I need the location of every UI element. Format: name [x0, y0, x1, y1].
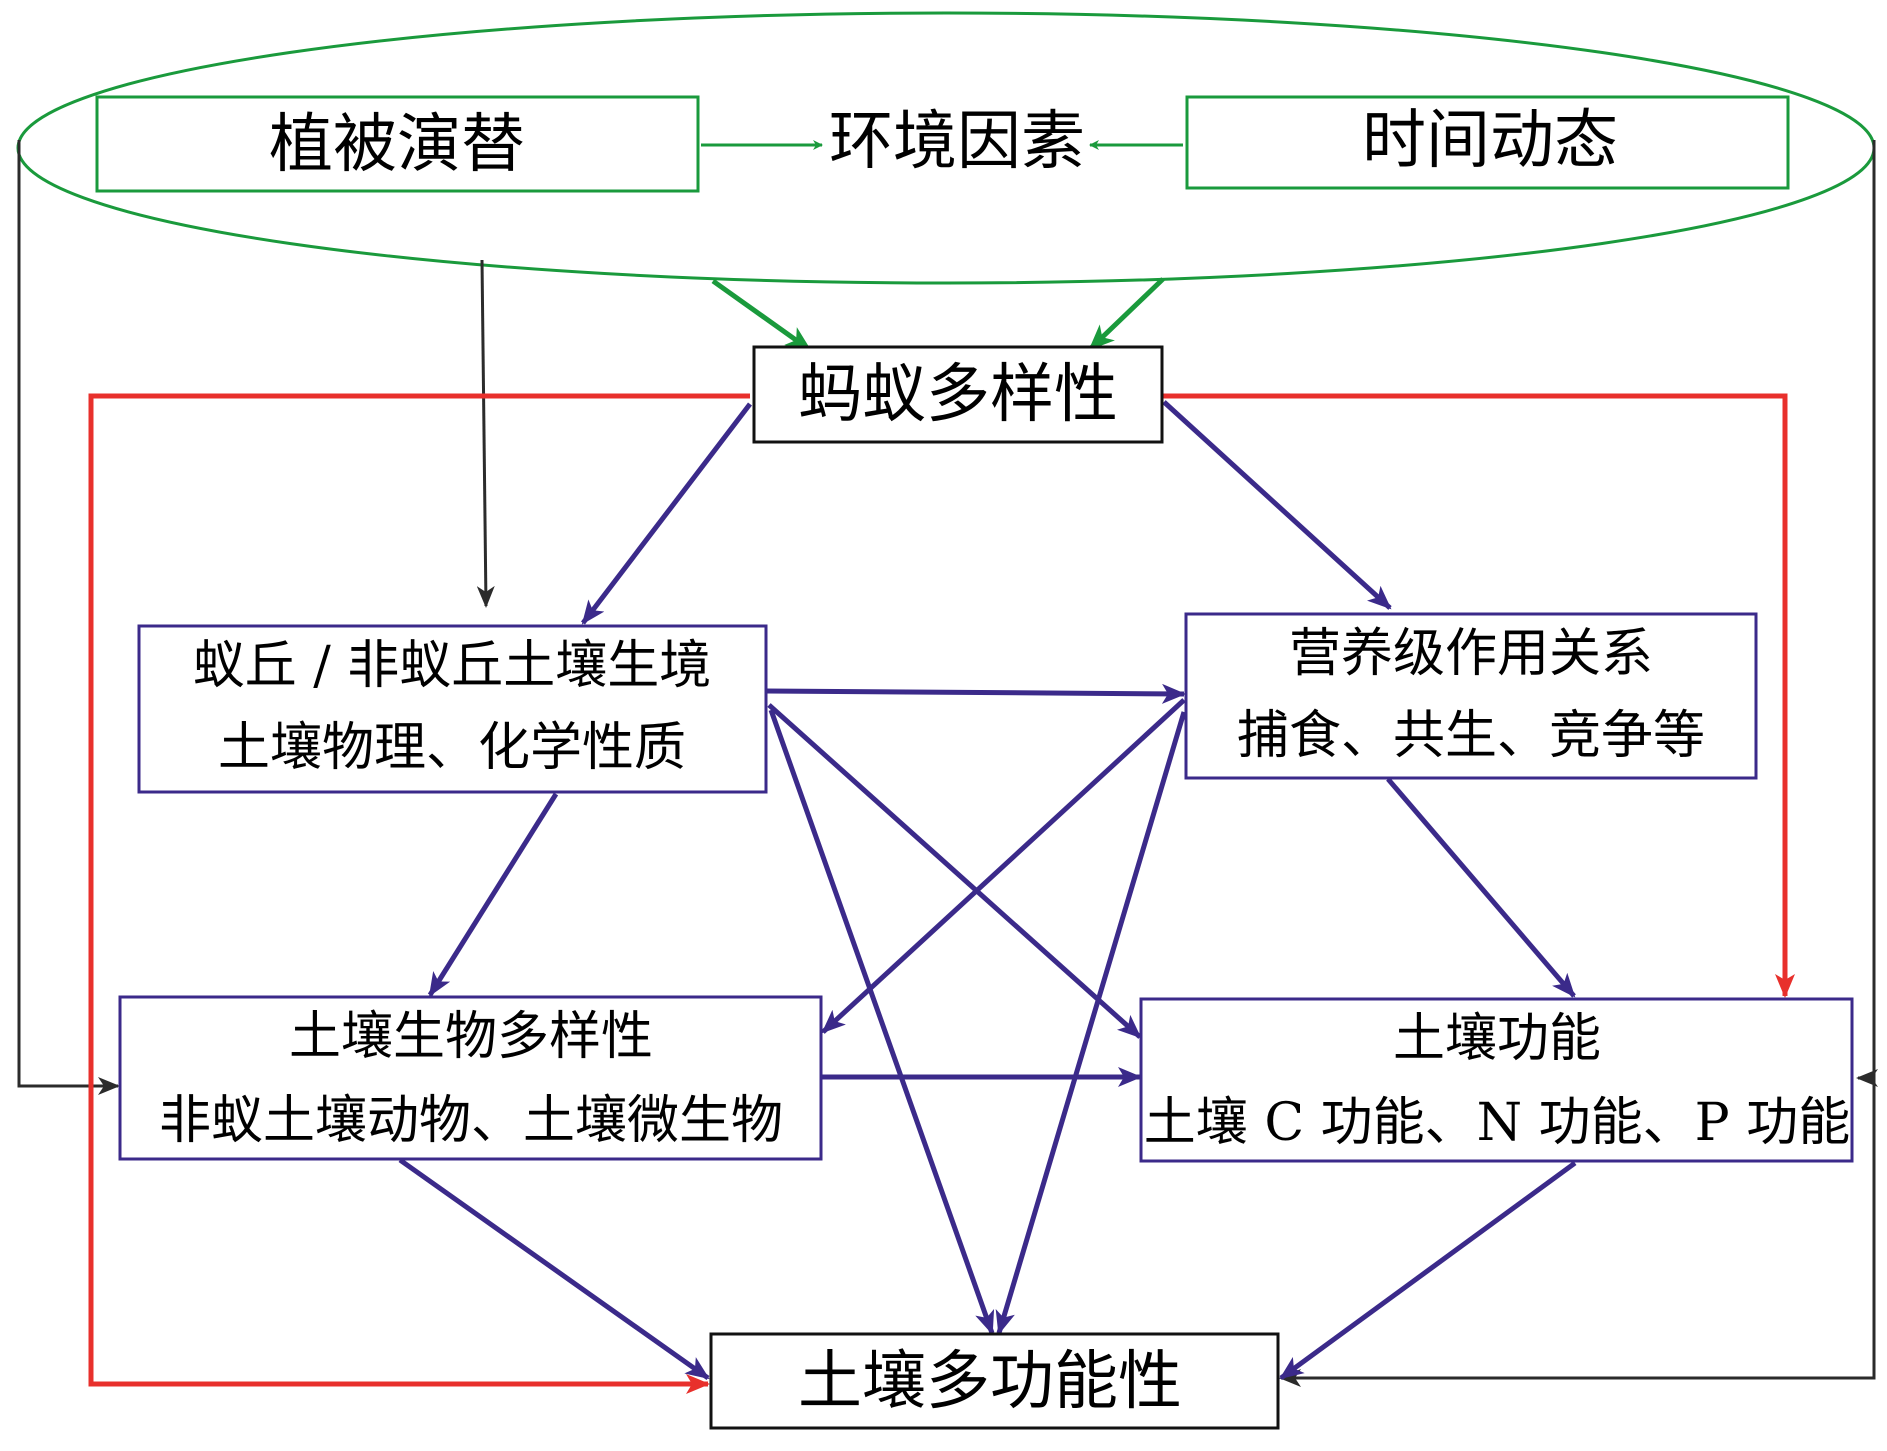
trophic-label-line2: 捕食、共生、竞争等 — [1237, 706, 1705, 766]
arrow-trophic-to-soil-biodiversity — [821, 698, 1186, 1034]
arrow-environment-to-soil-biodiversity — [17, 140, 120, 1095]
arrow-environment-to-ant-left — [711, 278, 812, 353]
trophic-label-line1: 营养级作用关系 — [1289, 624, 1653, 684]
temporal-dynamics-box — [1185, 95, 1790, 190]
arrow-habitat-to-soil-biodiversity — [427, 792, 559, 997]
arrow-trophic-to-multifunctionality — [995, 711, 1187, 1335]
arrow-habitat-to-multifunctionality — [768, 709, 995, 1335]
arrow-soil-biodiversity-to-multifunctionality — [398, 1157, 710, 1381]
arrow-ant-to-soil-function-red — [1162, 393, 1795, 998]
arrow-ant-to-multifunctionality-red — [88, 393, 750, 1394]
ant-diversity-box — [752, 345, 1164, 444]
soil-biodiversity-label-line2: 非蚁土壤动物、土壤微生物 — [159, 1091, 783, 1151]
arrow-environment-to-ant-right — [1088, 277, 1165, 351]
arrow-ant-to-habitat — [581, 402, 752, 625]
arrow-soil-function-to-multifunctionality — [1279, 1160, 1577, 1381]
arrow-environment-to-habitat — [476, 259, 495, 608]
soil-function-box — [1139, 997, 1854, 1163]
soil-biodiversity-label-line1: 土壤生物多样性 — [289, 1007, 653, 1067]
arrow-ant-to-trophic — [1162, 400, 1392, 610]
arrow-trophic-to-soil-function — [1386, 777, 1576, 998]
ant-diversity-label: 蚂蚁多样性 — [798, 358, 1118, 432]
arrow-habitat-to-soil-function — [767, 703, 1142, 1039]
habitat-box — [137, 624, 768, 794]
soil-function-label-line2: 土壤 C 功能、N 功能、P 功能 — [1144, 1093, 1850, 1153]
temporal-dynamics-label: 时间动态 — [1362, 104, 1618, 178]
arrow-environment-to-multifunctionality — [1279, 1078, 1876, 1387]
multifunctionality-box — [709, 1332, 1280, 1430]
soil-biodiversity-box — [118, 995, 823, 1161]
vegetation-succession-box — [95, 95, 700, 193]
vegetation-succession-label: 植被演替 — [269, 108, 525, 182]
soil-function-label-line1: 土壤功能 — [1393, 1009, 1601, 1069]
multifunctionality-label: 土壤多功能性 — [798, 1345, 1182, 1419]
habitat-label-line1: 蚁丘 / 非蚁丘土壤生境 — [193, 636, 712, 696]
arrow-habitat-to-trophic — [765, 683, 1186, 704]
habitat-label-line2: 土壤物理、化学性质 — [218, 718, 686, 778]
arrow-environment-to-soil-function — [1856, 140, 1878, 1087]
environmental-factors-label: 环境因素 — [829, 105, 1085, 179]
trophic-box — [1184, 612, 1758, 780]
